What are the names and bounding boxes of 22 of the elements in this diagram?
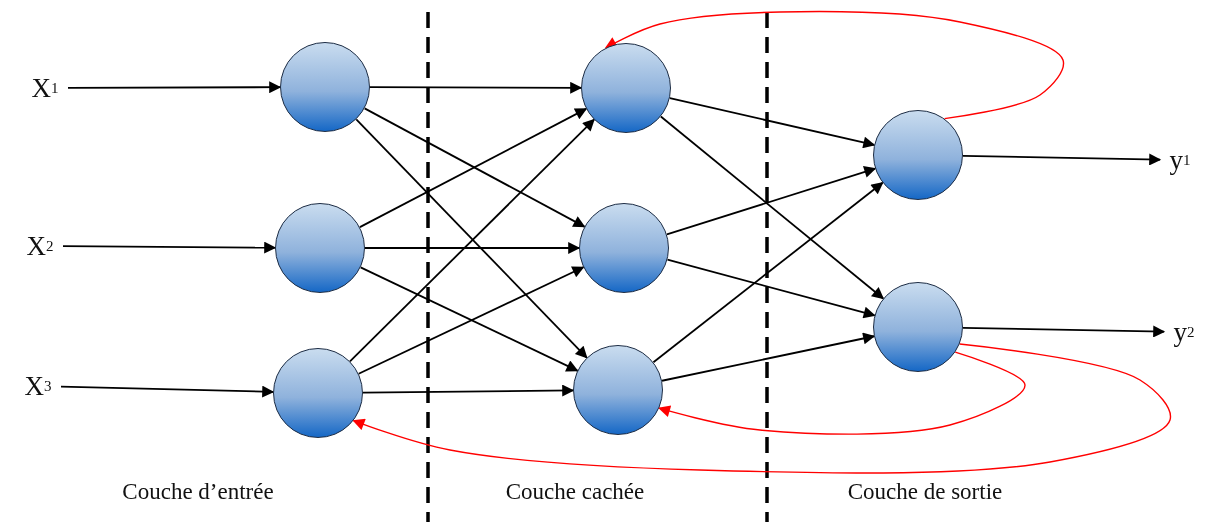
layer-label: Couche de sortie [847,479,1003,505]
arrow [62,241,277,254]
arrow [666,166,877,236]
feedback-arrow [604,10,1065,120]
arrow [652,181,884,364]
arrow [668,97,876,149]
layer-label: Couche cachée [505,479,645,505]
arrow [369,81,583,94]
arrow [659,115,885,300]
arrow [364,242,581,254]
arrow [962,153,1162,166]
arrow [362,384,575,397]
arrow [67,81,282,94]
feedback-arrow [658,351,1026,435]
layer-label: Couche d’entrée [122,479,274,505]
neuron-circle [581,43,671,133]
arrow [661,332,876,382]
feedback-arrow [352,343,1172,474]
arrow [666,258,876,319]
neuron-circle [573,345,663,435]
arrow [962,325,1166,338]
arrow [60,385,275,398]
